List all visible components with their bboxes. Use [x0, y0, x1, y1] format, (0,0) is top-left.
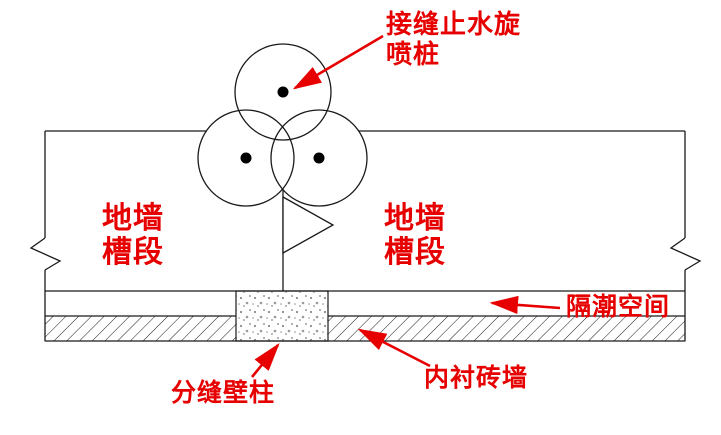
label-jet-pile-line2: 喷桩	[386, 38, 441, 69]
label-wall-left-line1: 地墙	[102, 202, 164, 235]
jet-pile-circles	[197, 43, 368, 207]
brick-wall-hatch-left	[44, 315, 237, 342]
label-brick-wall: 内衬砖墙	[424, 364, 529, 392]
label-wall-right-line2: 槽段	[384, 235, 446, 269]
label-damp-space: 隔潮空间	[566, 293, 671, 321]
label-joint-pilaster: 分缝壁柱	[171, 379, 276, 407]
label-jet-pile-line1: 接缝止水旋	[386, 9, 522, 39]
leader-arrow-jet-pile	[292, 34, 384, 90]
jet-pile-center-dots	[240, 86, 325, 164]
leader-arrow-joint-pilaster	[250, 342, 280, 378]
leader-arrow-brick-wall	[357, 328, 431, 368]
leader-arrow-damp-space	[489, 295, 561, 314]
label-jet-pile: 接缝止水旋 喷桩	[386, 9, 522, 70]
jet-pile-circle-right	[270, 109, 368, 207]
label-wall-segment-right: 地墙 槽段	[384, 202, 446, 269]
wall-left-edge-break	[29, 131, 62, 341]
jet-pile-circle-top	[234, 43, 332, 141]
brick-wall-hatch-right	[327, 315, 686, 342]
jet-pile-circle-left	[197, 109, 295, 207]
label-wall-left-line2: 槽段	[102, 235, 164, 269]
wall-right-edge-break	[669, 131, 702, 341]
label-wall-right-line1: 地墙	[384, 202, 446, 235]
joint-pilaster-block	[235, 290, 329, 342]
joint-triangle-marker	[282, 195, 335, 255]
label-wall-segment-left: 地墙 槽段	[102, 202, 164, 269]
